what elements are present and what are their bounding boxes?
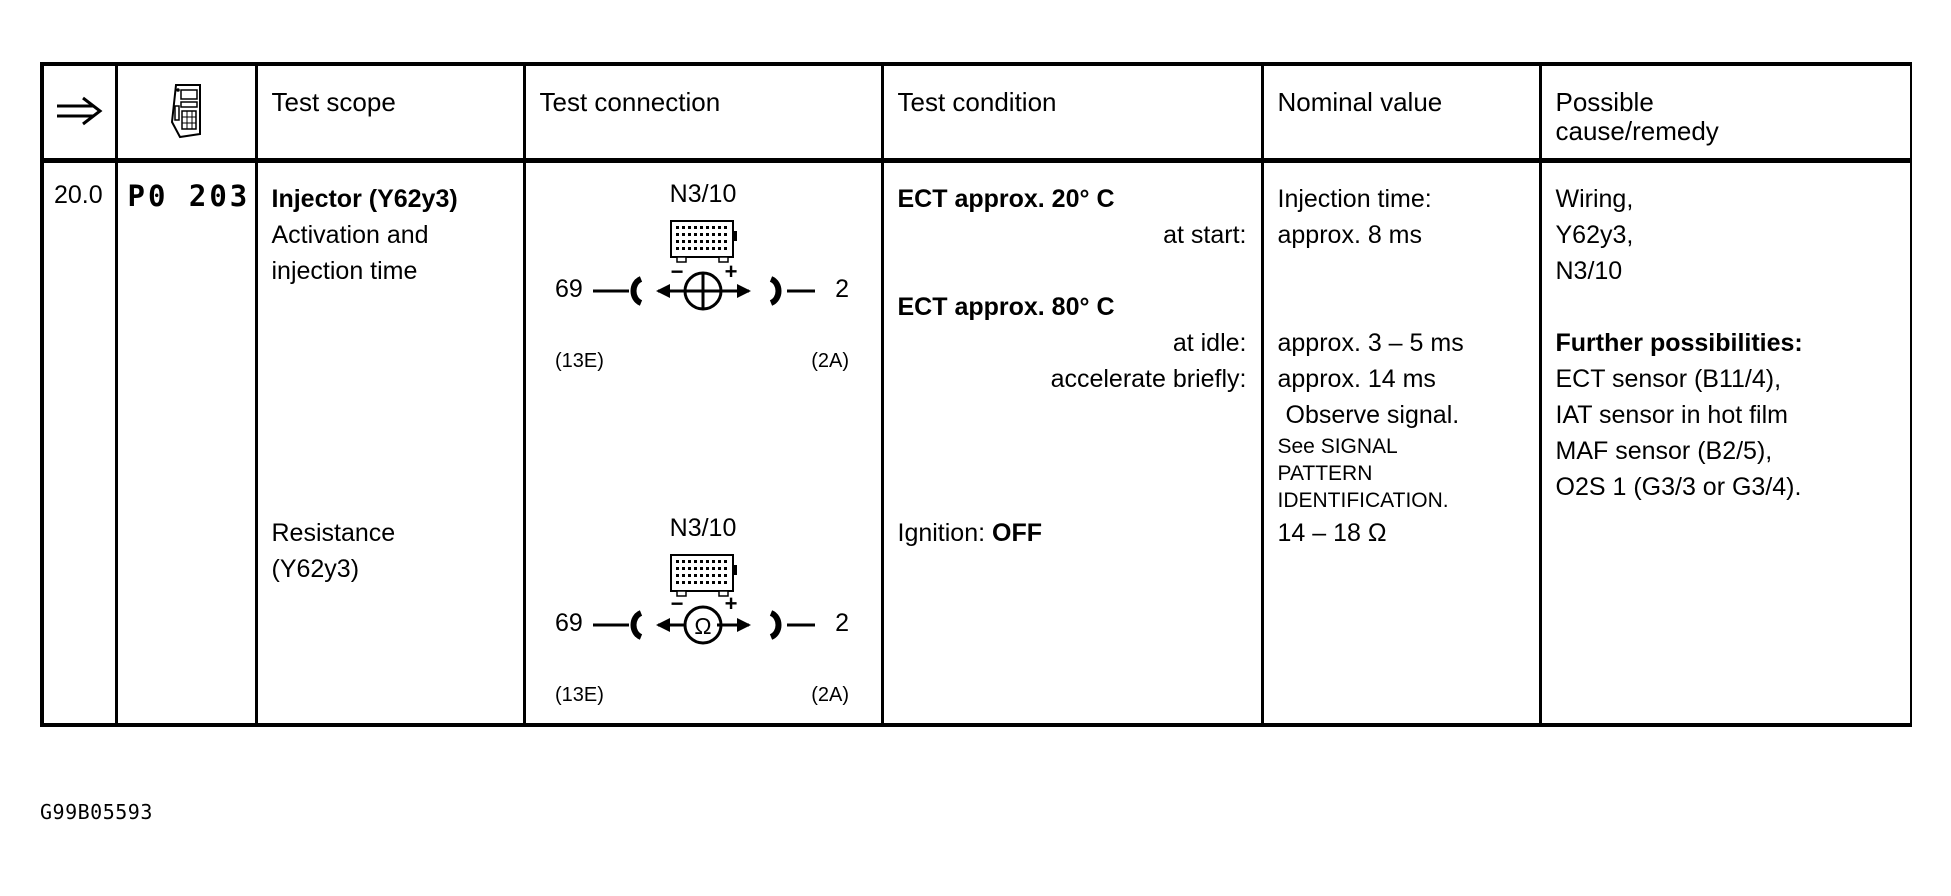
header-test-condition-label: Test condition [897,87,1057,117]
test-scope-secondary: Resistance (Y62y3) [272,515,396,587]
header-test-connection-label: Test connection [539,87,721,117]
further-line-1: ECT sensor (B11/4), [1555,365,1782,393]
scope-title: Injector (Y62y3) [271,185,458,213]
left-pin-number: 69 [555,275,583,303]
nominal-spacer [1278,253,1539,325]
condition-spacer [898,253,1261,289]
connection-pin-numbers: 69 2 [553,277,853,349]
test-connection-cell: N3/10 [522,160,884,723]
cause-line-1: Wiring, [1555,185,1634,213]
cause-line-3: N3/10 [1555,257,1623,285]
further-line-3: MAF sensor (B2/5), [1555,437,1773,465]
header-possible-cause-cell: Possible cause/remedy [1538,66,1910,163]
condition-head-2: ECT approx. 80° C [897,293,1115,321]
condition-sub-3: accelerate briefly: [1050,365,1247,393]
scope-second-title: Resistance [271,519,396,547]
right-pin-number-2: 2 [835,609,849,637]
nominal-value-cell: Injection time: approx. 8 ms approx. 3 –… [1260,160,1542,723]
condition-sub-1: at start: [1163,221,1247,249]
right-connector-bracket-2 [769,610,782,640]
ignition-label: Ignition: [897,519,993,547]
connector-block-icon-2 [670,554,737,597]
connection-module-label: N3/10 [669,180,737,208]
nominal-line-5: Observe signal. [1285,401,1460,429]
test-scope-cell: Injector (Y62y3) Activation and injectio… [254,160,526,723]
header-test-scope-label: Test scope [271,87,396,117]
test-condition-cell: ECT approx. 20° C at start: ECT approx. … [880,160,1264,723]
svg-text:+: + [725,591,738,616]
header-test-condition-cell: Test condition [880,66,1264,163]
right-connector-id: (2A) [811,350,849,372]
handheld-scan-tool-icon [170,84,201,139]
nominal-line-3: approx. 3 – 5 ms [1277,329,1464,357]
further-possibilities-heading: Further possibilities: [1555,329,1803,357]
figure-id: G99B05593 [40,800,153,824]
connection-module-label-2: N3/10 [669,514,737,542]
nominal-line-2: approx. 8 ms [1277,221,1423,249]
scope-line-2: Activation and [271,221,429,249]
header-step-cell [44,66,118,163]
connection-pin-numbers-2: 69 2 [553,611,853,683]
step-number-cell: 20.0 [44,160,118,723]
connector-block-icon [670,220,737,263]
right-pin-number: 2 [835,275,849,303]
condition-head-1: ECT approx. 20° C [897,185,1115,213]
scope-line-3: injection time [271,257,418,285]
cause-line-2: Y62y3, [1555,221,1634,249]
step-number: 20.0 [54,181,103,209]
further-line-2: IAT sensor in hot film [1555,401,1789,429]
left-connector-id: (13E) [555,350,604,372]
nominal-note-1: See SIGNAL [1277,435,1398,458]
svg-text:+: + [725,259,738,284]
svg-text:−: − [671,591,684,616]
header-nominal-value-cell: Nominal value [1260,66,1542,163]
connection-connector-ids-2: (13E) (2A) [553,683,853,709]
fault-code: P0 203 [127,179,251,213]
header-tool-cell [114,66,258,163]
nominal-note-3: IDENTIFICATION. [1277,489,1449,512]
fault-code-cell: P0 203 [114,160,258,723]
test-condition-content: ECT approx. 20° C at start: ECT approx. … [884,163,1261,397]
cause-spacer [1556,289,1911,325]
nominal-line-4: approx. 14 ms [1277,365,1436,393]
connection-diagram-resistance: N3/10 [526,513,881,709]
left-pin-number-2: 69 [555,609,583,637]
possible-cause-cell: Wiring, Y62y3, N3/10 Further possibiliti… [1538,160,1911,723]
svg-text:−: − [671,259,684,284]
test-scope-content: Injector (Y62y3) Activation and injectio… [258,163,523,289]
nominal-value-content: Injection time: approx. 8 ms approx. 3 –… [1264,163,1539,514]
nominal-resistance-value: 14 – 18 Ω [1277,519,1387,547]
diagnostic-test-table: Test scope Test connection Test conditio… [40,62,1912,727]
header-test-scope-cell: Test scope [254,66,526,163]
table-row: 20.0 P0 203 Injector (Y62y3) Activation … [44,160,1911,723]
condition-sub-2: at idle: [1172,329,1247,357]
connection-circuit-diagram: − + [593,220,815,311]
header-nominal-value-label: Nominal value [1277,87,1443,117]
right-connector-bracket [769,276,782,306]
scope-second-line-2: (Y62y3) [271,555,360,583]
nominal-line-1: Injection time: [1277,185,1432,213]
left-connector-bracket [630,276,643,306]
left-connector-id-2: (13E) [555,684,604,706]
connection-diagram-injection: N3/10 [526,179,881,375]
table-header-row: Test scope Test connection Test conditio… [44,66,1910,163]
double-right-arrow-icon [57,96,103,126]
nominal-note-2: PATTERN [1277,462,1373,485]
header-possible-cause-label: Possible cause/remedy [1555,87,1719,146]
possible-cause-content: Wiring, Y62y3, N3/10 Further possibiliti… [1542,163,1911,505]
condition-ignition-row: Ignition: OFF [898,515,1043,551]
left-connector-bracket-2 [630,610,643,640]
header-test-connection-cell: Test connection [522,66,884,163]
ohm-symbol: Ω [694,613,711,639]
further-line-4: O2S 1 (G3/3 or G3/4). [1555,473,1802,501]
ignition-state: OFF [992,519,1043,547]
right-connector-id-2: (2A) [811,684,849,706]
connection-connector-ids: (13E) (2A) [553,349,853,375]
connection-circuit-diagram-2: − Ω + [593,554,815,645]
